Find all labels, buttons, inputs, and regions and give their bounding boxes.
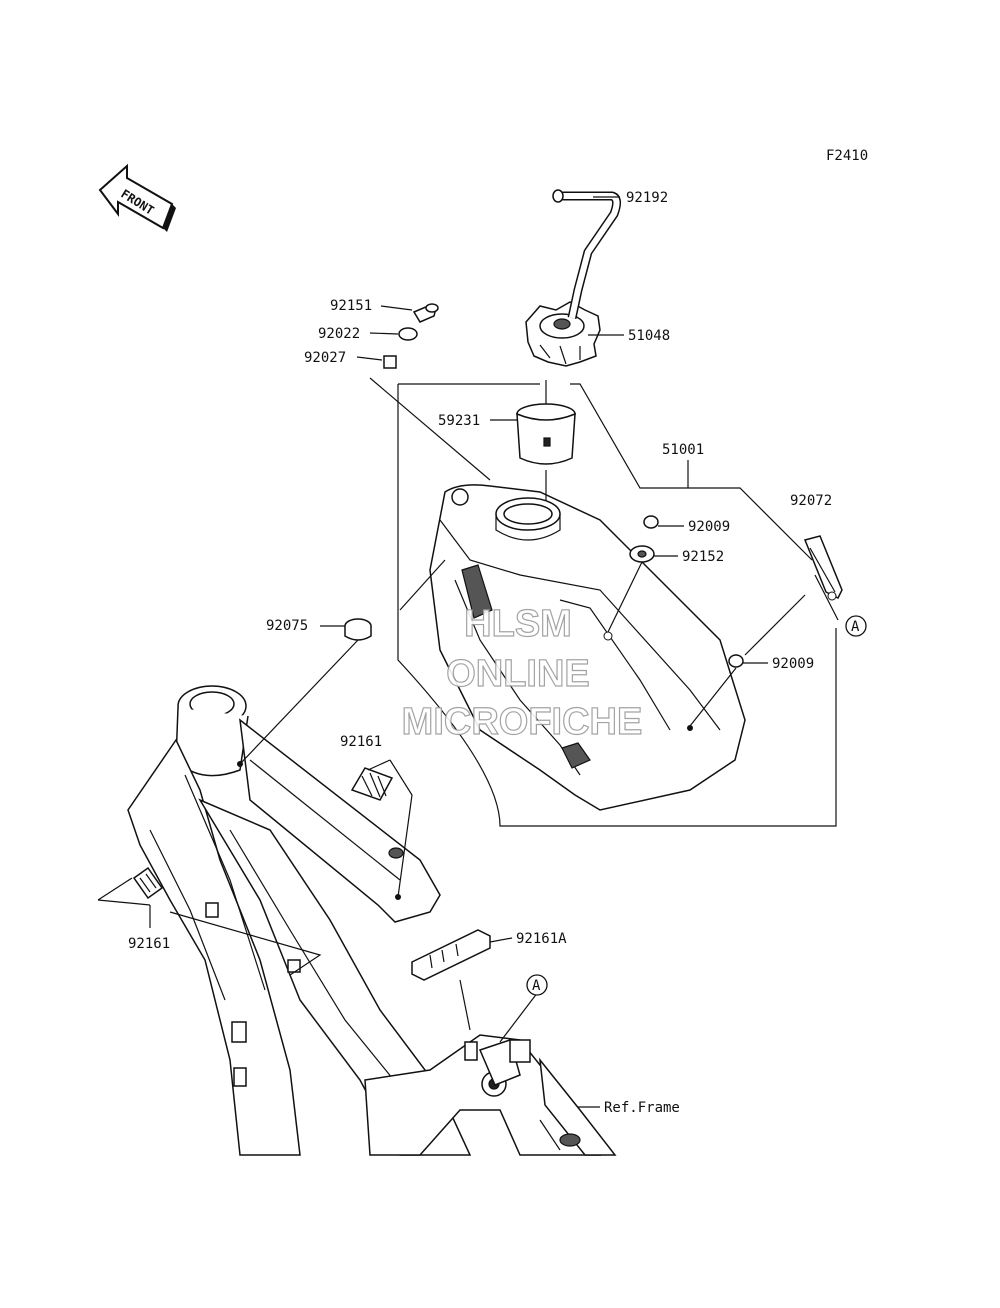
part-label-51048: 51048	[628, 328, 670, 344]
pad-92161A-illustration	[411, 929, 491, 981]
callout-a-lower: A	[526, 974, 548, 996]
fuel-tank-illustration	[429, 484, 746, 811]
part-label-92161-lower: 92161	[128, 936, 170, 952]
svg-text:A: A	[851, 619, 860, 635]
breather-hose-illustration	[552, 189, 622, 319]
part-label-59231: 59231	[438, 413, 480, 429]
watermark: HLSM ONLINE MICROFICHE	[401, 602, 643, 743]
part-label-92151: 92151	[330, 298, 372, 314]
svg-text:ONLINE: ONLINE	[446, 653, 590, 695]
grommet-92075-illustration	[344, 618, 372, 641]
fuel-cap-illustration	[525, 301, 601, 367]
pad-92161-upper-illustration	[350, 767, 394, 801]
part-label-92192: 92192	[626, 190, 668, 206]
figure-code: F2410	[826, 148, 868, 164]
part-label-92075: 92075	[266, 618, 308, 634]
leader-lines	[97, 196, 839, 1108]
collar-92009-bottom-illustration	[728, 654, 744, 668]
part-label-92027: 92027	[304, 350, 346, 366]
part-label-92161A: 92161A	[516, 931, 567, 947]
frame-illustration	[127, 685, 617, 1156]
pad-92161-lower-illustration	[132, 866, 164, 900]
part-label-51001: 51001	[662, 442, 704, 458]
svg-text:HLSM: HLSM	[464, 603, 572, 645]
part-label-92152: 92152	[682, 549, 724, 565]
part-label-92009-top: 92009	[688, 519, 730, 535]
svg-text:A: A	[532, 978, 541, 994]
part-label-ref-frame: Ref.Frame	[604, 1100, 680, 1116]
part-label-92009-bottom: 92009	[772, 656, 814, 672]
part-label-92161-upper: 92161	[340, 734, 382, 750]
washer-92022-illustration	[398, 327, 418, 341]
part-label-92072: 92072	[790, 493, 832, 509]
strap-92072-illustration	[803, 535, 843, 601]
filler-strainer-illustration	[516, 403, 576, 465]
collar-92009-top-illustration	[643, 515, 659, 529]
svg-text:MICROFICHE: MICROFICHE	[402, 701, 643, 743]
damper-92152-illustration	[629, 545, 655, 563]
part-label-92022: 92022	[318, 326, 360, 342]
front-arrow-icon: FRONT	[98, 163, 176, 232]
callout-a-upper: A	[845, 615, 867, 637]
bolt-92151-illustration	[412, 303, 439, 323]
collar-92027-illustration	[383, 355, 397, 369]
